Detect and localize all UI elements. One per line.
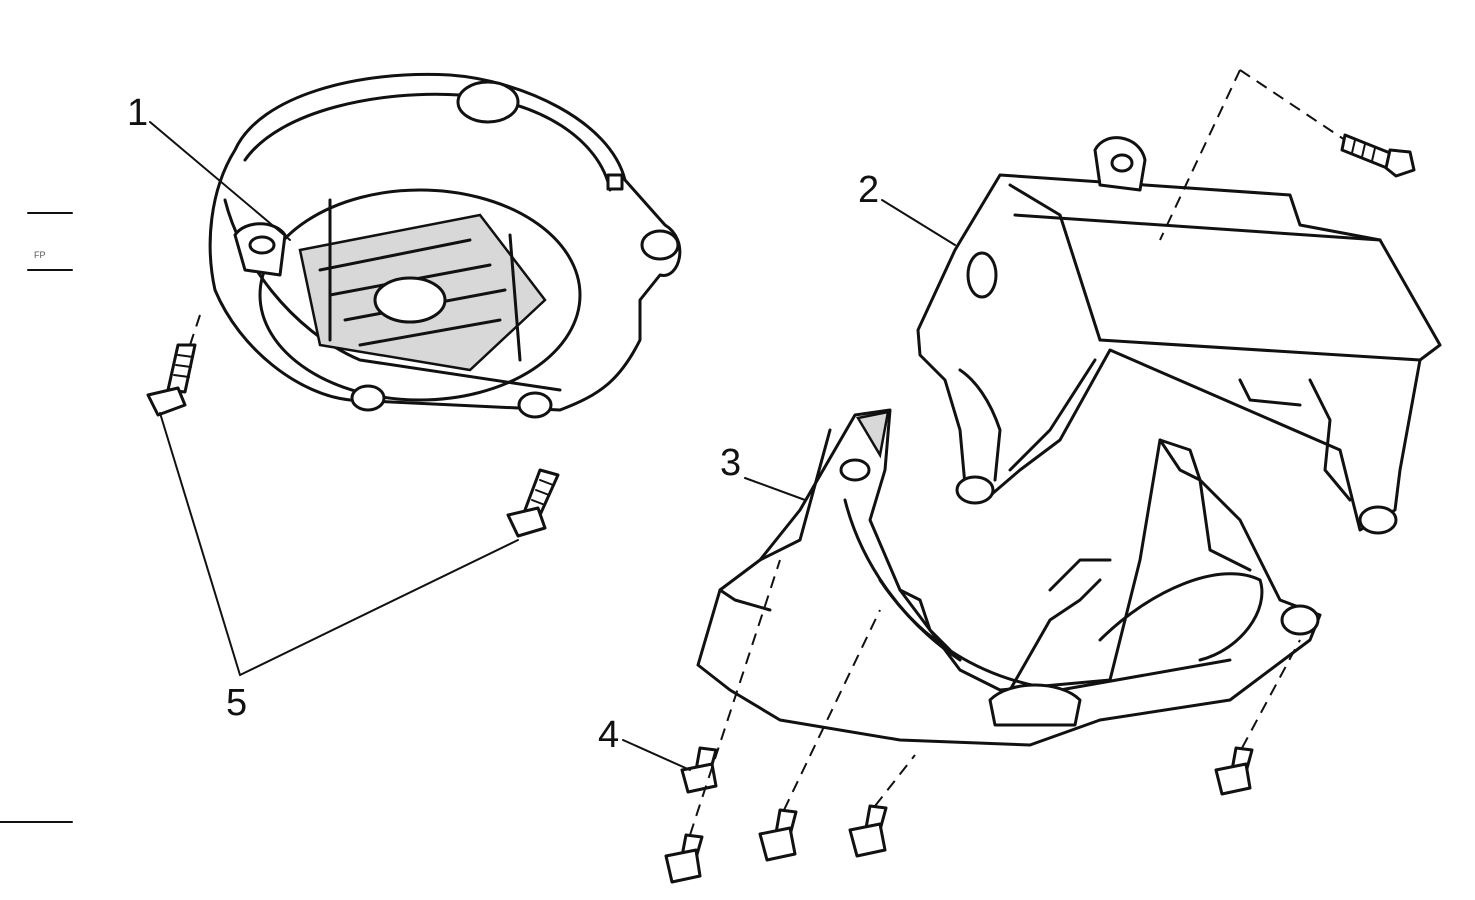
screw-part bbox=[848, 754, 916, 858]
callout-2: 2 bbox=[858, 169, 879, 211]
lower-cover-part bbox=[696, 408, 1322, 747]
screw-part bbox=[664, 559, 781, 884]
bolt-part bbox=[1159, 69, 1416, 241]
callout-3: 3 bbox=[720, 442, 741, 484]
bolt-part bbox=[506, 468, 560, 538]
screw-part bbox=[758, 609, 881, 862]
callout-5: 5 bbox=[226, 682, 247, 724]
callout-1: 1 bbox=[127, 92, 148, 134]
screw-part bbox=[680, 746, 718, 794]
fan-cover-part bbox=[208, 72, 682, 419]
margin-mark-text: FP bbox=[34, 250, 46, 260]
margin-mark: FP bbox=[0, 212, 73, 823]
bolt-part bbox=[146, 314, 201, 417]
callout-4: 4 bbox=[598, 714, 619, 756]
leader-lines bbox=[149, 121, 956, 771]
screw-part bbox=[1214, 639, 1301, 796]
callout-labels: 1 2 3 4 5 bbox=[127, 92, 879, 756]
shroud-part bbox=[916, 136, 1442, 535]
